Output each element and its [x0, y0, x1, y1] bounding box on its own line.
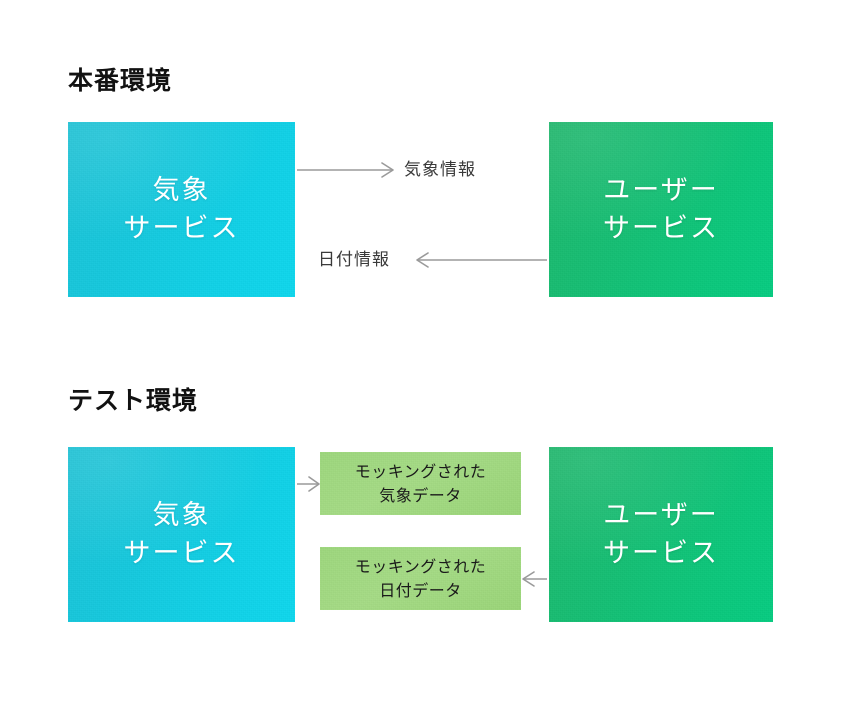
test-mock-weather-data-box: モッキングされた 気象データ — [320, 452, 521, 515]
test-weather-service-box: 気象 サービス — [68, 447, 295, 622]
section-title-test: テスト環境 — [68, 386, 199, 415]
test-mock-date-data-line2: 日付データ — [379, 580, 462, 600]
test-mock-date-data-line1: モッキングされた — [354, 557, 487, 577]
production-user-service-line2: サービス — [603, 212, 719, 244]
test-mock-weather-data-line2: 気象データ — [379, 485, 462, 505]
test-arrow-right-mock-weather — [297, 476, 320, 492]
production-arrow-label-date-info: 日付情報 — [318, 250, 390, 270]
production-weather-service-line2: サービス — [123, 212, 240, 244]
test-mock-weather-data-line1: モッキングされた — [354, 462, 487, 482]
production-arrow-label-weather-info: 気象情報 — [404, 160, 476, 180]
production-arrow-left-date-info — [416, 252, 547, 268]
test-mock-date-data-box: モッキングされた 日付データ — [320, 547, 521, 610]
test-user-service-line2: サービス — [603, 537, 719, 569]
section-title-production: 本番環境 — [68, 66, 173, 95]
test-weather-service-line1: 気象 — [152, 500, 211, 532]
production-weather-service-line1: 気象 — [152, 175, 211, 207]
test-user-service-box: ユーザー サービス — [549, 447, 773, 622]
production-weather-service-box: 気象 サービス — [68, 122, 295, 297]
production-arrow-right-weather-info — [297, 162, 394, 178]
production-user-service-line1: ユーザー — [603, 175, 719, 207]
test-user-service-line1: ユーザー — [603, 500, 719, 532]
test-weather-service-line2: サービス — [123, 537, 240, 569]
test-arrow-left-mock-date — [522, 571, 547, 587]
production-user-service-box: ユーザー サービス — [549, 122, 773, 297]
